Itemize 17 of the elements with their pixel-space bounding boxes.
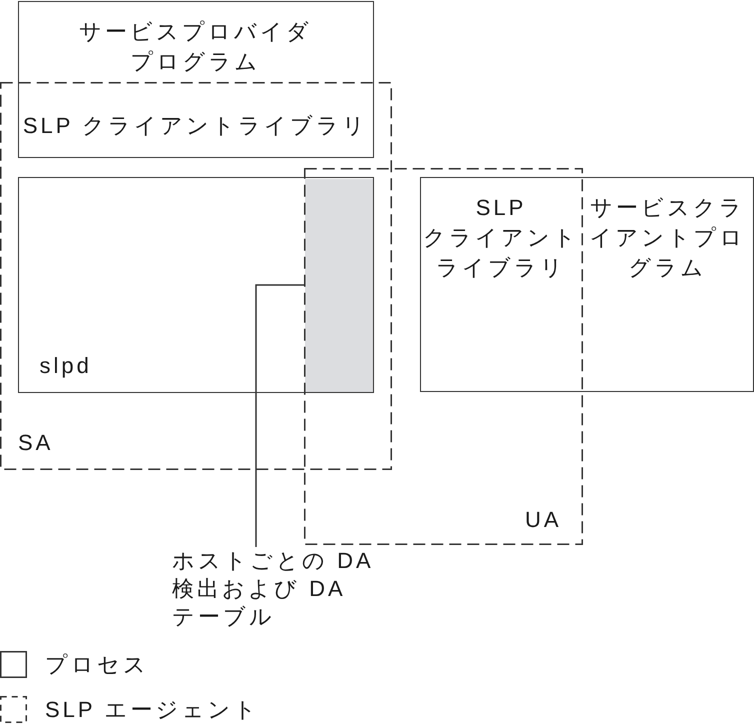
dashed-region xyxy=(304,168,583,545)
process-label: SLP クライアントライブラリ xyxy=(422,194,580,282)
leader-line xyxy=(255,284,305,547)
process-label: サービスプロバイダプログラム xyxy=(78,18,313,76)
process-box xyxy=(18,1,374,158)
process-label: サービスクライアントプログラム xyxy=(588,194,746,282)
callout-text: ホストごとの DA 検出および DA テーブル xyxy=(172,547,387,631)
shaded-area xyxy=(305,178,372,392)
dashed-region xyxy=(0,82,392,470)
region-label: UA xyxy=(525,506,562,534)
process-label: slpd xyxy=(40,352,92,380)
legend-label: SLP エージェント xyxy=(45,696,260,724)
legend-label: プロセス xyxy=(45,651,149,679)
process-box xyxy=(18,177,374,393)
region-label: SA xyxy=(18,429,54,457)
process-box xyxy=(420,177,754,392)
process-label: SLP クライアントライブラリ xyxy=(22,112,370,140)
